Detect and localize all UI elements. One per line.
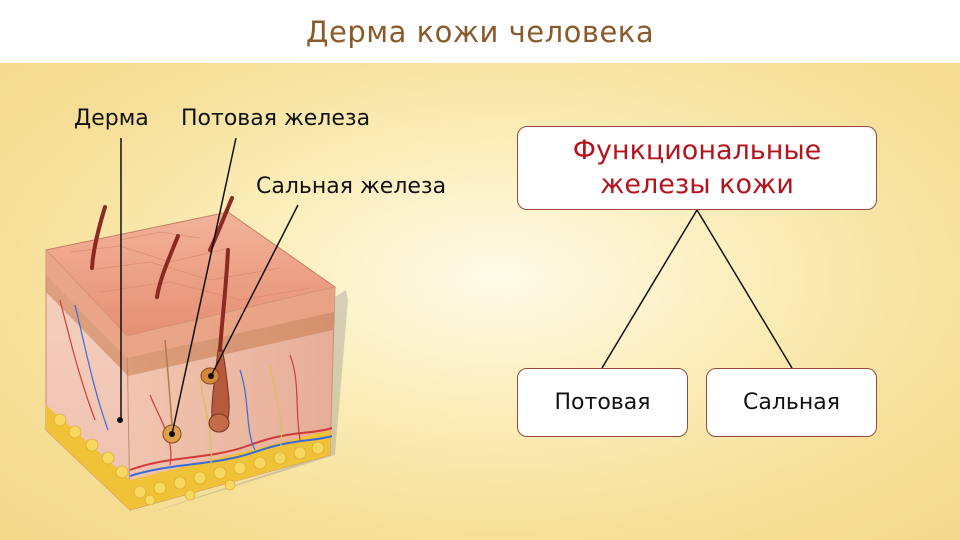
derma-label: Дерма — [74, 106, 149, 131]
title-bar: Дерма кожи человека — [0, 0, 960, 63]
connector-to-sweat — [601, 209, 698, 369]
sweat-gland-box-text: Потовая — [554, 390, 651, 415]
sebaceous-gland-label: Сальная железа — [256, 174, 447, 199]
sweat-gland-label: Потовая железа — [181, 106, 371, 131]
connector-to-sebaceous — [696, 209, 793, 369]
slide-body: Дерма Потовая железа Сальная железа Функ… — [0, 63, 960, 540]
functional-glands-box: Функциональные железы кожи — [517, 126, 877, 210]
tree-connectors — [601, 209, 793, 369]
slide-title: Дерма кожи человека — [305, 14, 655, 49]
sebaceous-gland-box-text: Сальная — [743, 390, 840, 415]
functional-glands-text: Функциональные железы кожи — [572, 135, 822, 200]
sebaceous-gland-leader-line — [210, 204, 299, 377]
sebaceous-gland-box: Сальная — [706, 368, 877, 437]
skin-cross-section-illustration — [45, 196, 348, 516]
sweat-gland-box: Потовая — [517, 368, 688, 437]
sweat-gland-leader-line — [171, 137, 237, 435]
leader-lines — [120, 137, 299, 435]
